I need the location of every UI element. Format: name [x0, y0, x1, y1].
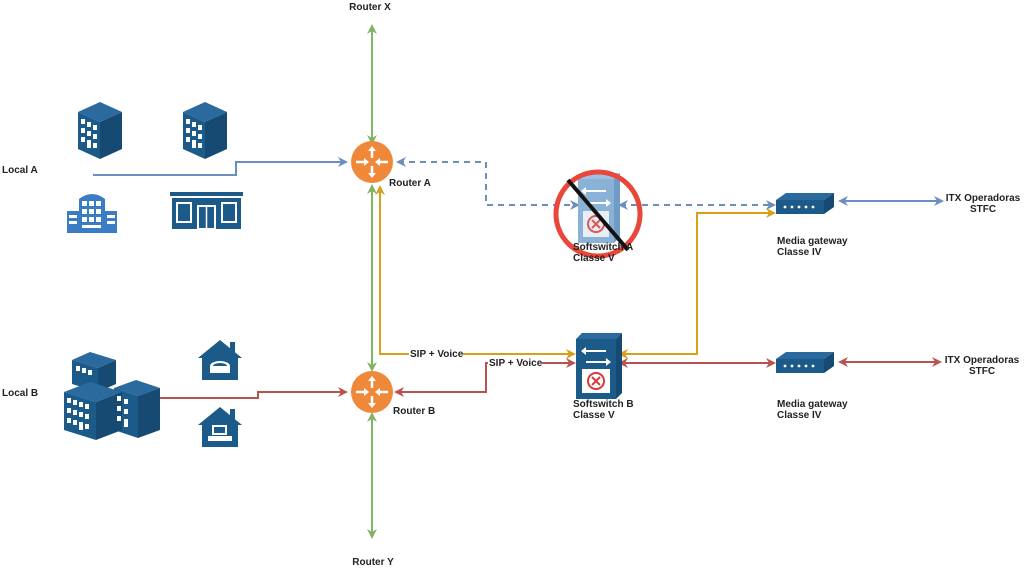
media-gateway-top-label-line1: Media gateway — [777, 236, 848, 247]
link-local-a-router-a[interactable] — [93, 157, 348, 176]
sip-voice-label-1: SIP + Voice — [410, 349, 464, 360]
softswitch-icon — [576, 333, 622, 399]
itx-top-label-line2: STFC — [970, 204, 996, 215]
router-b-label: Router B — [393, 406, 435, 417]
media-gateway-bottom-label-line2: Classe IV — [777, 410, 822, 421]
softswitch-b[interactable] — [576, 333, 622, 399]
local-b-group[interactable] — [64, 340, 242, 447]
connections — [93, 24, 944, 539]
sip-voice-label-2: SIP + Voice — [489, 358, 543, 369]
link-softswitch-b-media-gateway-top[interactable] — [618, 208, 776, 359]
router-icon — [351, 371, 393, 413]
softswitch-a-label-line1: Softswitch A — [573, 242, 633, 253]
itx-bottom-label-line1: ITX Operadoras — [945, 355, 1020, 366]
itx-top-label-line1: ITX Operadoras — [946, 193, 1021, 204]
building-cluster-icon — [64, 352, 160, 440]
local-a-group[interactable] — [67, 102, 243, 233]
media-gateway-top-label-line2: Classe IV — [777, 247, 822, 258]
router-b[interactable] — [351, 371, 393, 413]
softswitch-b-label-line2: Classe V — [573, 410, 615, 421]
forbidden-icon — [553, 169, 643, 259]
media-gateway-bottom[interactable] — [776, 352, 834, 373]
local-a-label: Local A — [2, 165, 38, 176]
softswitch-a[interactable] — [553, 169, 643, 259]
local-b-label: Local B — [2, 388, 38, 399]
home-computer-icon — [198, 407, 242, 447]
storefront-icon — [170, 192, 243, 230]
media-gateway-icon — [776, 193, 834, 214]
home-router-icon — [198, 340, 242, 380]
office-building-icon — [183, 102, 227, 159]
softswitch-a-label-line2: Classe V — [573, 253, 615, 264]
itx-bottom-label-line2: STFC — [969, 366, 995, 377]
softswitch-b-label-line1: Softswitch B — [573, 399, 634, 410]
media-gateway-top[interactable] — [776, 193, 834, 214]
link-local-b-router-b[interactable] — [160, 387, 348, 399]
router-icon — [351, 141, 393, 183]
media-gateway-icon — [776, 352, 834, 373]
router-a[interactable] — [351, 141, 393, 183]
office-building-icon — [78, 102, 122, 159]
router-a-label: Router A — [389, 178, 431, 189]
router-y-label: Router Y — [352, 557, 394, 568]
router-x-label: Router X — [349, 2, 391, 13]
corporate-building-icon — [67, 194, 117, 233]
link-router-b-softswitch-b-sip[interactable] — [394, 358, 576, 397]
media-gateway-bottom-label-line1: Media gateway — [777, 399, 848, 410]
link-router-a-softswitch-b-sip[interactable] — [375, 185, 576, 359]
